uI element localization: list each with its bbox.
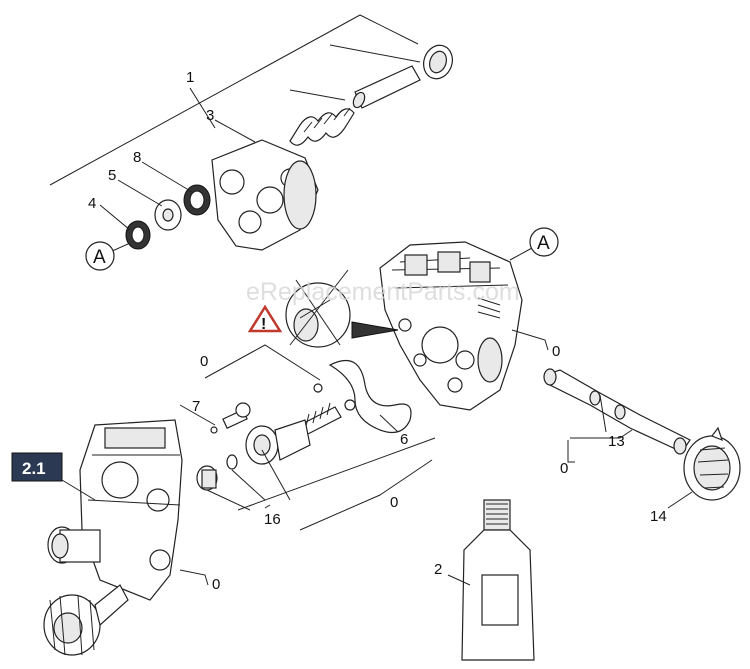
washer-5 (154, 199, 182, 231)
label-5: 5 (108, 167, 116, 184)
label-2: 2 (434, 561, 442, 578)
label-0-block: 0 (552, 343, 560, 360)
o-ring-6 (328, 360, 412, 433)
main-pump-block (379, 241, 523, 411)
label-1: 1 (186, 69, 194, 86)
piston-rod (352, 65, 421, 109)
seal-4 (125, 220, 151, 250)
label-3: 3 (206, 107, 214, 124)
circle-a-text-right: A (537, 233, 550, 254)
svg-text:!: ! (261, 316, 266, 333)
label-16: 16 (264, 511, 281, 528)
label-4: 4 (88, 195, 96, 212)
seal-8 (183, 184, 211, 216)
label-0-upper: 0 (200, 353, 208, 370)
group-1-assembly: 1 3 8 5 4 (49, 14, 453, 253)
circle-a-text-left: A (93, 247, 106, 268)
valve-spring (299, 399, 356, 436)
circle-a-marker-right: A (529, 227, 559, 257)
label-7: 7 (192, 398, 200, 415)
label-13: 13 (608, 433, 625, 450)
outlet-housing (47, 419, 183, 601)
pump-housing-plate (211, 139, 319, 251)
label-0-rod: 0 (560, 460, 568, 477)
valve-pin-7 (210, 402, 251, 434)
circle-a-marker-left: A (85, 241, 115, 271)
label-0-lower: 0 (390, 494, 398, 511)
detail-magnifier (285, 269, 399, 348)
piston-spring (289, 107, 355, 146)
label-0-housing: 0 (212, 576, 220, 593)
watermark: eReplacementParts.com (246, 278, 520, 306)
warning-triangle-icon: ! (247, 304, 283, 333)
plug-screw (196, 465, 218, 491)
oil-bottle (461, 499, 535, 661)
section-badge: 2.1 (11, 452, 63, 482)
bearing-ring (423, 44, 453, 80)
knob-14 (683, 426, 741, 501)
valve-body (245, 419, 311, 465)
label-6: 6 (400, 431, 408, 448)
label-8: 8 (133, 149, 141, 166)
hose-connector-nut (43, 584, 129, 656)
injector-rod-13 (543, 368, 691, 455)
badge-text: 2.1 (22, 459, 46, 478)
label-14: 14 (650, 508, 667, 525)
